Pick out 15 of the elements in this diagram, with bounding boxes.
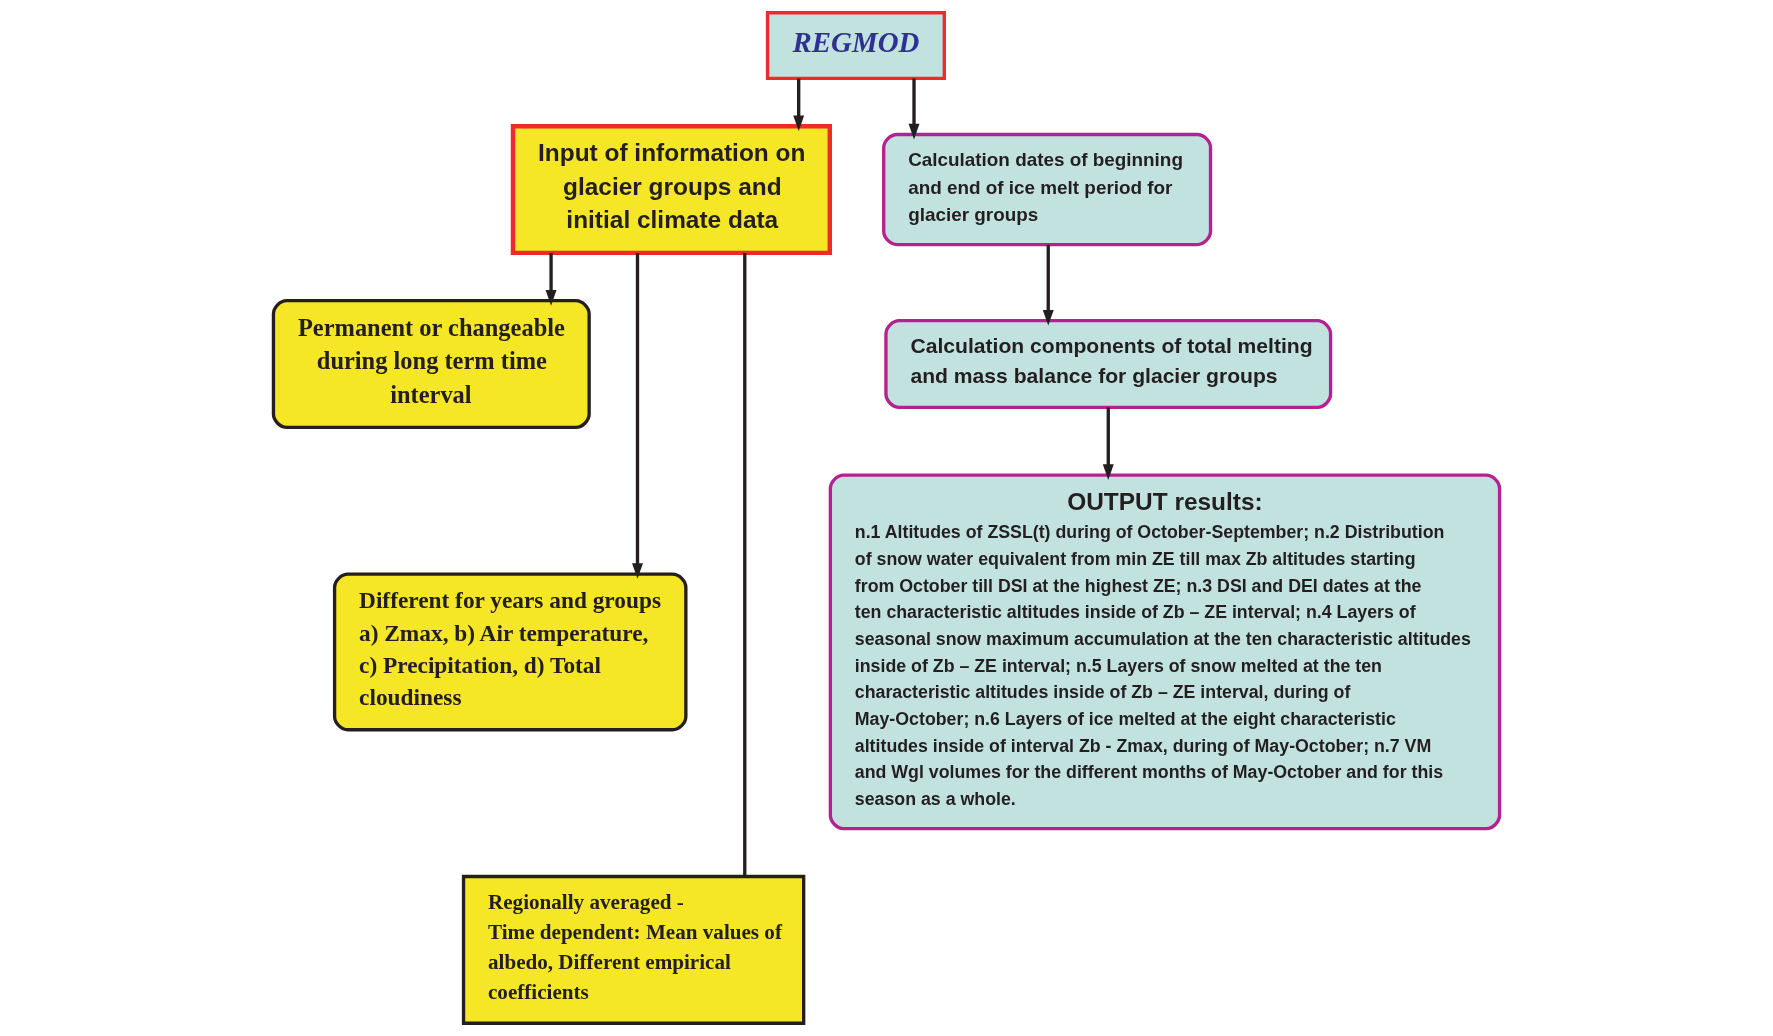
connector [743,253,747,877]
arrow [1102,407,1114,480]
node-box: Permanent or changeable during long term time interval [271,299,591,430]
node-box: OUTPUT results: n.1 Altitudes of ZSSL(t) during of October-September; n.2 Distribution of snow water equivalent from min ZE till max Zb altitudes starting from October till DSI at the highest ZE; n.3 DSI and DEI dates at the ten characteristic altitudes inside of Zb – ZE interval; n.4 Layers of seasonal snow maximum accumulation at the ten characteristic altitudes inside of Zb – ZE interval; n.5 Layers of snow melted at the ten characteristic altitudes inside of Zb – ZE interval, during of May-October; n.6 Layers of ice melted at the eight characteristic altitudes inside of interval Zb - Zmax, during of May-October; n.7 VM and Wgl volumes for the different months of May-October and for this season as a whole. [828,473,1502,831]
arrow [908,78,920,140]
node-box: Calculation dates of beginning and end of ice melt period for glacier groups [882,132,1213,247]
node-box: Calculation components of total melting and mass balance for glacier groups [884,319,1333,410]
node-box: Input of information on glacier groups and initial climate data [510,123,833,256]
arrow [545,253,557,306]
node-box: REGMOD [765,11,946,81]
arrow [632,253,643,579]
arrow [793,78,805,132]
arrow [1042,244,1054,326]
node-box: Regionally averaged - Time dependent: Mean values of albedo, Different empirical coefficients [461,874,806,1025]
node-box: Different for years and groups a) Zmax, b) Air temperature, c) Precipitation, d) Total cloudiness [332,572,688,732]
